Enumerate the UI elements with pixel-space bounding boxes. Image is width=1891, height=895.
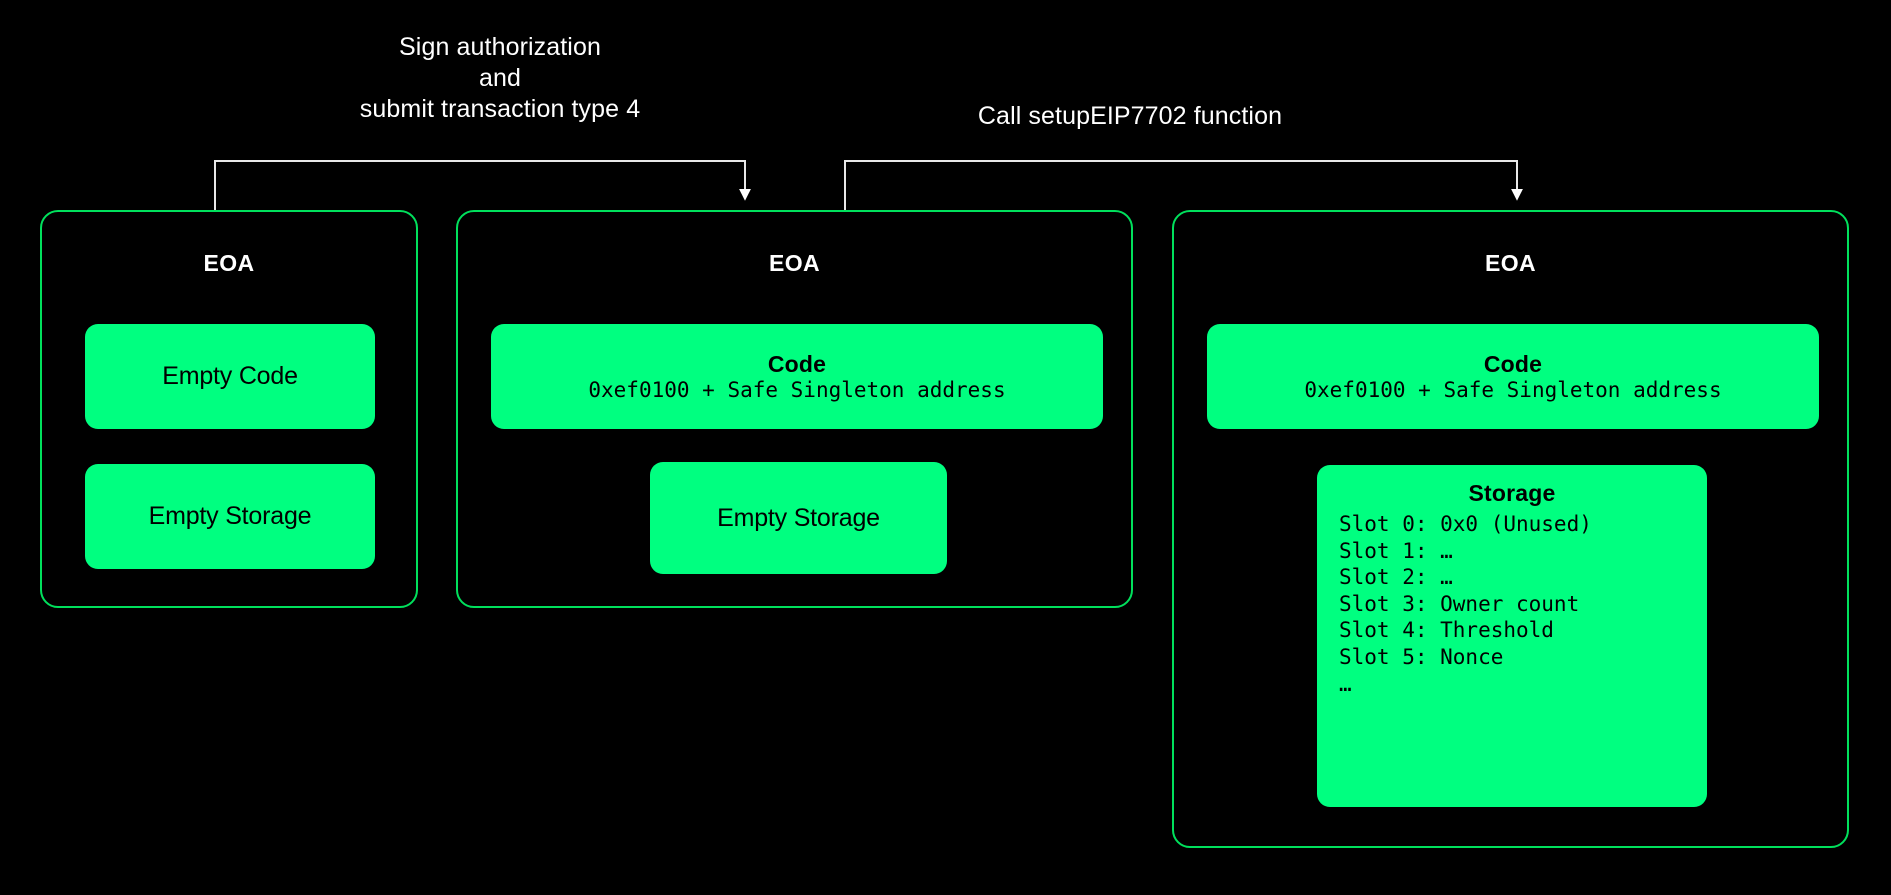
- code-block-value: 0xef0100 + Safe Singleton address: [588, 378, 1006, 402]
- storage-block-title: Storage: [1468, 480, 1556, 506]
- eoa-card-title: EOA: [203, 250, 255, 276]
- setup-connector-label: Call setupEIP7702 function: [977, 102, 1283, 130]
- empty-storage-label: Empty Storage: [148, 502, 312, 530]
- storage-slot-line: …: [1339, 671, 1352, 696]
- eoa-card-delegated: EOA Code 0xef0100 + Safe Singleton addre…: [456, 210, 1133, 608]
- storage-slot-line: Slot 5: Nonce: [1339, 644, 1504, 669]
- empty-code-block: Empty Code: [85, 324, 375, 429]
- eoa-card-title: EOA: [768, 250, 821, 276]
- code-block-title: Code: [1483, 351, 1543, 377]
- storage-slot-list: Slot 0: 0x0 (Unused)Slot 1: …Slot 2: …Sl…: [1317, 511, 1592, 697]
- storage-block: Storage Slot 0: 0x0 (Unused)Slot 1: …Slo…: [1317, 465, 1707, 807]
- eoa-card-initialized: EOA Code 0xef0100 + Safe Singleton addre…: [1172, 210, 1849, 848]
- authorization-connector-path: [214, 160, 751, 210]
- empty-storage-label: Empty Storage: [717, 503, 880, 532]
- empty-code-label: Empty Code: [162, 362, 298, 390]
- storage-slot-line: Slot 1: …: [1339, 538, 1453, 563]
- eoa-card-title: EOA: [1484, 250, 1537, 276]
- storage-slot-line: Slot 3: Owner count: [1339, 591, 1580, 616]
- authorization-connector-label: Sign authorization and submit transactio…: [359, 33, 641, 123]
- empty-storage-block: Empty Storage: [650, 462, 947, 574]
- empty-storage-block: Empty Storage: [85, 464, 375, 569]
- storage-slot-line: Slot 4: Threshold: [1339, 618, 1554, 643]
- storage-slot-line: Slot 0: 0x0 (Unused): [1339, 512, 1592, 536]
- code-block: Code 0xef0100 + Safe Singleton address: [1207, 324, 1819, 429]
- code-block: Code 0xef0100 + Safe Singleton address: [491, 324, 1103, 429]
- code-block-value: 0xef0100 + Safe Singleton address: [1304, 378, 1722, 402]
- eoa-card-initial: EOA Empty Code Empty Storage: [40, 210, 418, 608]
- code-block-title: Code: [767, 351, 827, 377]
- setup-connector-path: [844, 160, 1523, 210]
- storage-slot-line: Slot 2: …: [1339, 565, 1453, 590]
